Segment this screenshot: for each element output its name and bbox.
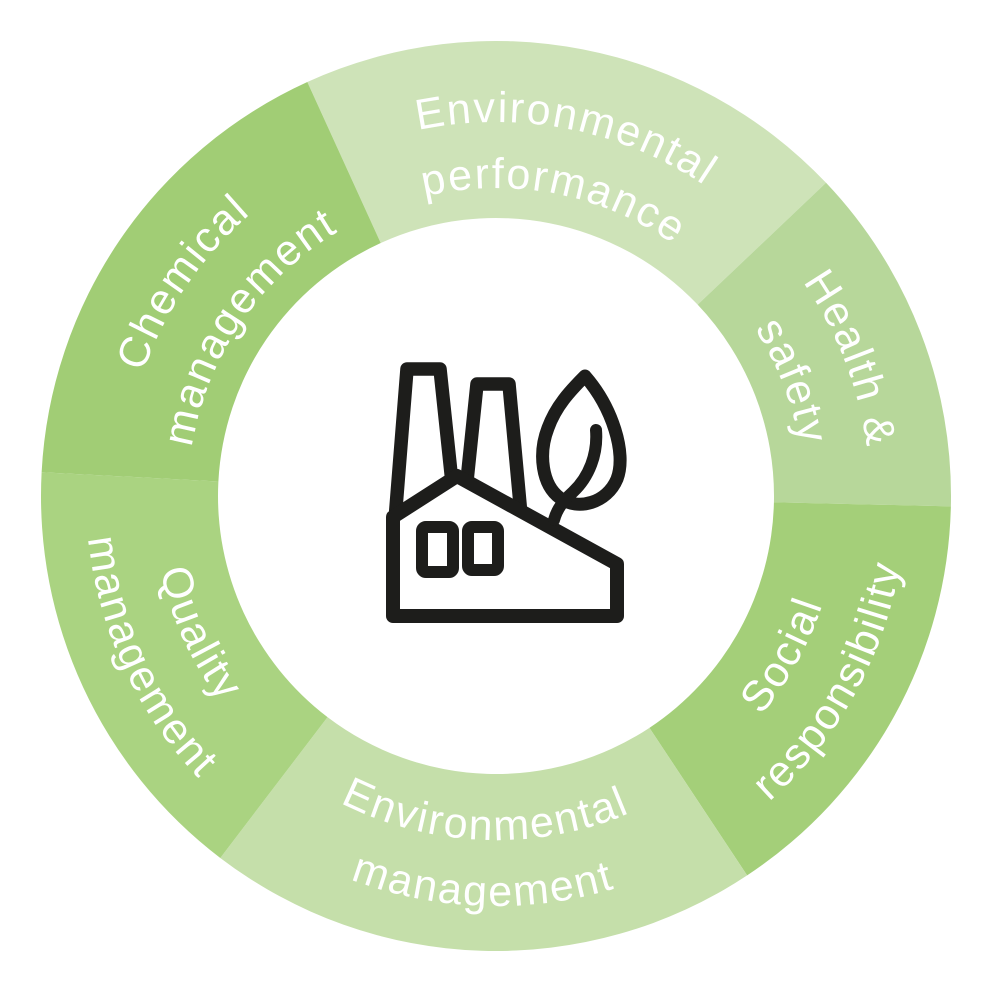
eco-factory-icon bbox=[386, 362, 627, 623]
segment-chemical-management bbox=[41, 81, 381, 482]
factory-chimney-left-icon bbox=[388, 362, 460, 527]
ring-segments bbox=[40, 40, 951, 951]
factory-chimney-right-icon bbox=[458, 377, 528, 522]
factory-window-left-icon bbox=[416, 521, 459, 578]
segment-quality-management bbox=[40, 472, 328, 858]
segment-environmental-management bbox=[220, 717, 748, 951]
segment-environmental-performance bbox=[307, 40, 827, 305]
segment-health-safety bbox=[697, 182, 951, 507]
factory-building-icon bbox=[386, 469, 624, 623]
segment-social-responsibility bbox=[649, 502, 951, 876]
factory-window-right-icon bbox=[462, 521, 504, 576]
leaf-stem-icon bbox=[548, 424, 603, 526]
